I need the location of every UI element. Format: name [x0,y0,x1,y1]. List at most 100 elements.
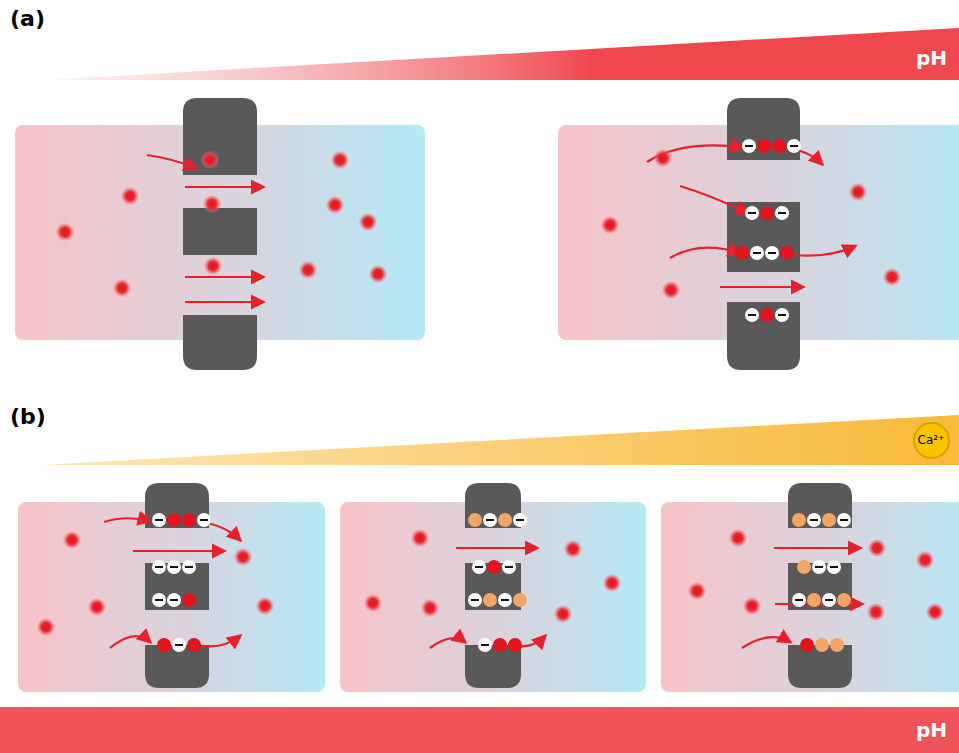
binding-site [182,593,196,607]
binding-site [822,513,836,527]
flow-arrow [185,301,263,303]
flow-arrow [795,246,855,256]
membrane-wall [788,483,852,528]
negative-charge [815,566,823,568]
ph-label: pH [916,46,959,80]
negative-charge [155,519,163,521]
membrane-wall [727,302,800,370]
calcium-gradient-wedge [40,415,959,465]
site-circle [757,139,771,153]
site-circle [182,560,196,574]
proton-dot [421,599,439,617]
proton-dot [326,196,344,214]
site-circle [172,638,186,652]
binding-site [483,513,497,527]
binding-site [498,513,512,527]
binding-site [830,638,844,652]
proton-dot [204,257,222,275]
ph-gradient-bar: pH [0,707,959,753]
membrane-wall [183,98,257,175]
binding-site [780,246,794,260]
negative-charge [155,599,163,601]
flow-arrow [185,186,263,188]
proton-dot [916,551,934,569]
proton-dot [56,223,74,241]
binding-site [757,139,771,153]
site-circle [502,560,516,574]
site-circle [745,206,759,220]
site-circle [508,638,522,652]
membrane-wall [183,208,257,255]
site-circle [815,638,829,652]
site-circle [483,593,497,607]
binding-site [167,513,181,527]
binding-site [468,513,482,527]
flow-arrow [456,547,537,549]
solution-panel [18,502,325,692]
proton-dot [743,597,761,615]
ph-label: pH [916,718,959,742]
negative-charge [185,566,193,568]
flow-arrow [147,155,196,168]
binding-site [800,638,814,652]
site-circle [513,593,527,607]
site-circle [493,638,507,652]
binding-site [792,513,806,527]
negative-charge [486,519,494,521]
wedge-shape [40,415,959,465]
binding-site [172,638,186,652]
proton-dot [331,151,349,169]
site-circle [157,638,171,652]
negative-charge [753,252,761,254]
negative-charge [516,519,524,521]
binding-site [478,638,492,652]
binding-site [182,513,196,527]
site-circle [745,308,759,322]
proton-dot [411,529,429,547]
site-circle [498,513,512,527]
binding-site [792,593,806,607]
membrane-wall [727,98,800,160]
flow-arrow [133,550,224,552]
binding-site [760,308,774,322]
site-circle [152,560,166,574]
flow-arrow [104,518,150,522]
proton-dot [601,216,619,234]
site-circle [807,513,821,527]
negative-charge [471,599,479,601]
negative-charge [200,519,208,521]
binding-site [807,593,821,607]
binding-site [827,560,841,574]
binding-site [187,638,201,652]
flow-arrow [198,636,240,646]
proton-dot [849,183,867,201]
site-circle [182,513,196,527]
flow-arrow [670,248,740,258]
negative-charge [768,252,776,254]
site-circle [765,246,779,260]
proton-dot [203,195,221,213]
proton-dot [121,187,139,205]
site-circle [760,206,774,220]
proton-dot [299,261,317,279]
binding-site [735,246,749,260]
binding-site [742,139,756,153]
negative-charge [175,644,183,646]
site-circle [498,593,512,607]
negative-charge [810,519,818,521]
ph-gradient-bar: pH [45,28,959,80]
site-circle [152,513,166,527]
flow-arrow [774,547,860,549]
proton-dot [37,618,55,636]
site-circle [513,513,527,527]
binding-site [775,206,789,220]
negative-charge [170,599,178,601]
binding-site [513,593,527,607]
proton-dot [654,149,672,167]
proton-dot [359,213,377,231]
binding-site [508,638,522,652]
binding-site [797,560,811,574]
site-circle [837,513,851,527]
negative-charge [840,519,848,521]
